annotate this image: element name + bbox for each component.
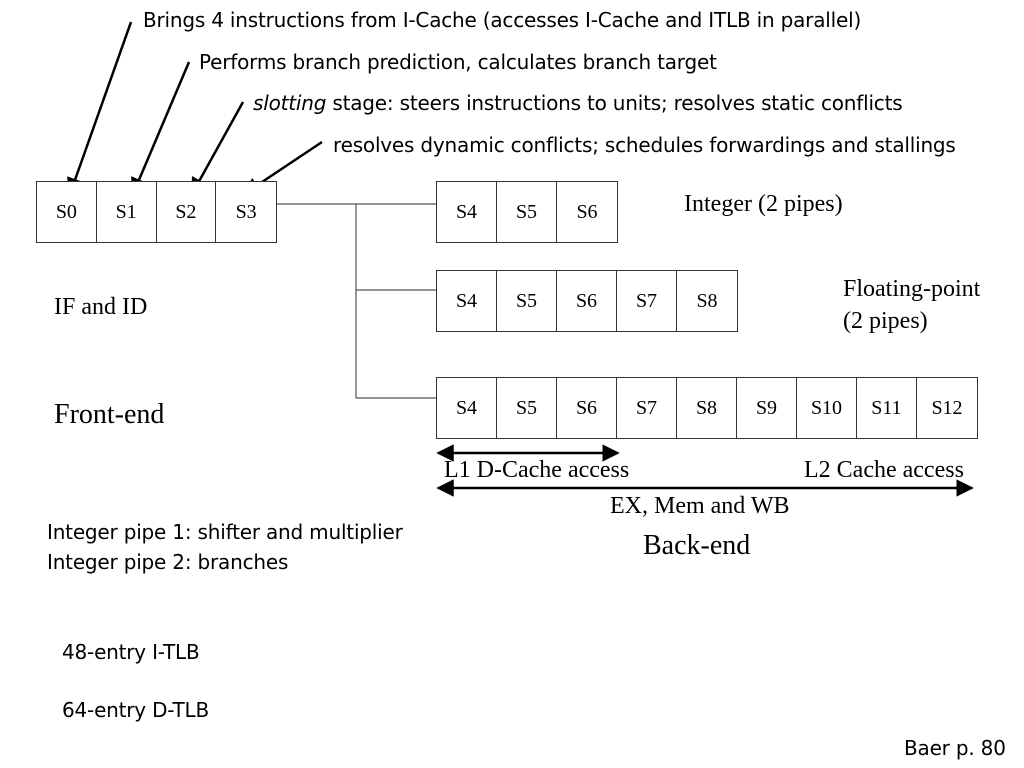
- floating-point-label-line2: (2 pipes): [843, 308, 928, 334]
- mem-stage-s5: S5: [497, 378, 557, 438]
- back-end-label: Back-end: [643, 530, 751, 561]
- annotation-s3: resolves dynamic conflicts; schedules fo…: [333, 133, 956, 157]
- integer-pipe: S4 S5 S6: [436, 181, 618, 243]
- int-stage-s5: S5: [497, 182, 557, 242]
- l1-cache-label: L1 D-Cache access: [444, 457, 630, 483]
- mem-stage-s9: S9: [737, 378, 797, 438]
- fp-stage-s6: S6: [557, 271, 617, 331]
- ex-mem-wb-label: EX, Mem and WB: [610, 493, 790, 519]
- memory-pipe: S4 S5 S6 S7 S8 S9 S10 S11 S12: [436, 377, 978, 439]
- stage-s1: S1: [97, 182, 157, 242]
- annotation-s2-italic: slotting: [253, 91, 327, 115]
- front-end-label: Front-end: [54, 399, 165, 430]
- citation: Baer p. 80: [904, 736, 1006, 760]
- annotation-s0: Brings 4 instructions from I-Cache (acce…: [143, 8, 862, 32]
- annotation-s2-rest: stage: steers instructions to units; res…: [326, 91, 903, 115]
- itlb-note: 48-entry I-TLB: [62, 640, 200, 664]
- l2-cache-label: L2 Cache access: [804, 457, 964, 483]
- mem-stage-s11: S11: [857, 378, 917, 438]
- front-end-pipe: S0 S1 S2 S3: [36, 181, 277, 243]
- fp-stage-s4: S4: [437, 271, 497, 331]
- fp-stage-s7: S7: [617, 271, 677, 331]
- mem-stage-s10: S10: [797, 378, 857, 438]
- floating-point-label-line1: Floating-point: [843, 276, 981, 302]
- mem-stage-s12: S12: [931, 396, 963, 419]
- int-stage-s6: S6: [576, 200, 598, 223]
- int-stage-s4: S4: [437, 182, 497, 242]
- fp-stage-s8: S8: [696, 289, 718, 312]
- stage-s3: S3: [235, 200, 257, 223]
- int-pipe-2-note: Integer pipe 2: branches: [47, 550, 289, 574]
- integer-label: Integer (2 pipes): [684, 191, 843, 217]
- fp-stage-s5: S5: [497, 271, 557, 331]
- stage-s2: S2: [157, 182, 217, 242]
- arrow-s1: [131, 61, 191, 196]
- floating-point-pipe: S4 S5 S6 S7 S8: [436, 270, 738, 332]
- mem-stage-s4: S4: [437, 378, 497, 438]
- mem-stage-s8: S8: [677, 378, 737, 438]
- annotation-s2: slotting stage: steers instructions to u…: [253, 91, 903, 115]
- int-pipe-1-note: Integer pipe 1: shifter and multiplier: [47, 520, 403, 544]
- mem-stage-s7: S7: [617, 378, 677, 438]
- arrow-s0: [67, 21, 133, 196]
- stage-s0: S0: [37, 182, 97, 242]
- dtlb-note: 64-entry D-TLB: [62, 698, 209, 722]
- if-id-label: IF and ID: [54, 294, 148, 320]
- arrow-s2: [190, 101, 245, 196]
- annotation-s1: Performs branch prediction, calculates b…: [199, 50, 717, 74]
- mem-stage-s6: S6: [557, 378, 617, 438]
